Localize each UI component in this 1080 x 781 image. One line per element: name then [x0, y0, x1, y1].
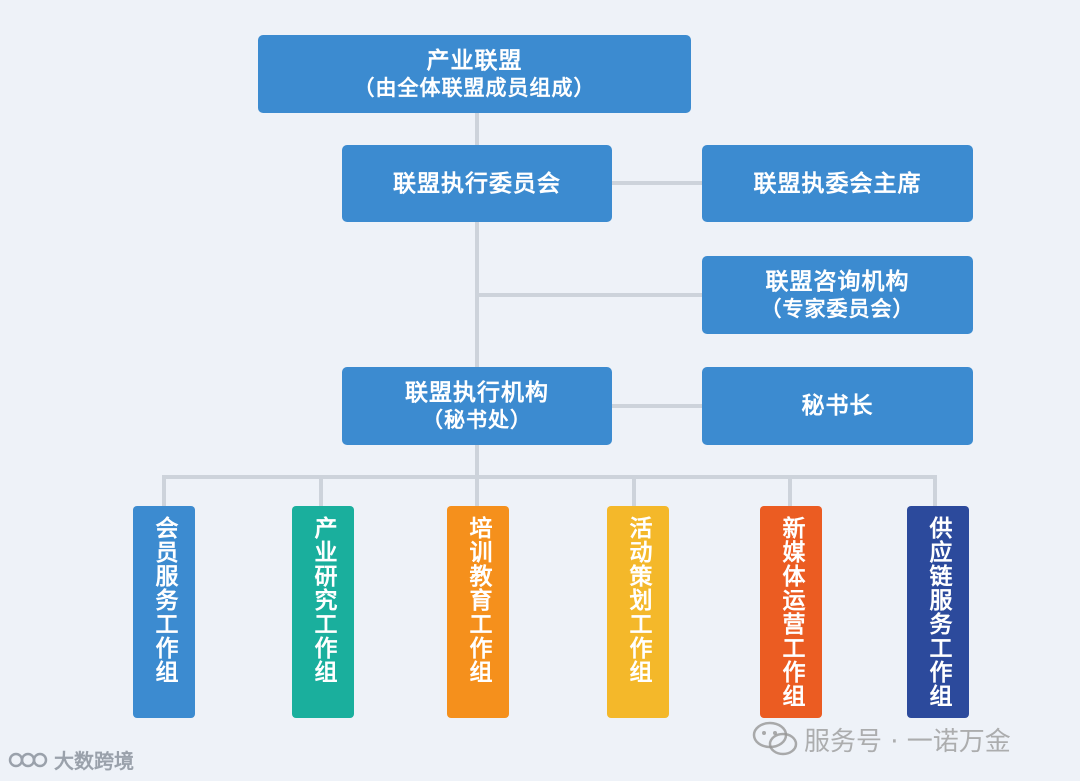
advisory-subtitle: （专家委员会）: [760, 297, 915, 321]
executive-committee-title: 联盟执行委员会: [393, 170, 561, 197]
working-group-label: 活动策划工作组: [625, 516, 651, 684]
working-group-supply-chain: 供应链服务工作组: [907, 506, 969, 718]
executive-office-title: 联盟执行机构: [405, 380, 549, 406]
connector-line: [477, 293, 703, 297]
brand-logo-icon: [8, 752, 48, 767]
connector-line: [319, 475, 323, 508]
chairman-box: 联盟执委会主席: [702, 145, 973, 222]
working-group-label: 新媒体运营工作组: [778, 516, 804, 708]
connector-line: [612, 404, 703, 408]
working-group-label: 供应链服务工作组: [925, 516, 951, 708]
connector-line: [162, 475, 166, 508]
watermark-left: 大数跨境: [8, 745, 134, 774]
working-group-label: 产业研究工作组: [310, 516, 336, 684]
advisory-box: 联盟咨询机构 （专家委员会）: [702, 256, 973, 334]
executive-office-box: 联盟执行机构 （秘书处）: [342, 367, 612, 445]
working-group-industry-research: 产业研究工作组: [292, 506, 354, 718]
chairman-title: 联盟执委会主席: [753, 170, 922, 197]
executive-committee-box: 联盟执行委员会: [342, 145, 612, 222]
working-group-new-media: 新媒体运营工作组: [760, 506, 822, 718]
watermark-right-text: 服务号 · 一诺万金: [804, 726, 1011, 757]
connector-line: [475, 112, 479, 508]
watermark-right: 服务号 · 一诺万金: [752, 720, 1011, 758]
watermark-left-text: 大数跨境: [54, 749, 134, 773]
connector-line: [632, 475, 636, 508]
connector-line: [933, 475, 937, 508]
industry-alliance-title: 产业联盟: [426, 48, 523, 74]
industry-alliance-subtitle: （由全体联盟成员组成）: [353, 76, 596, 100]
connector-line: [788, 475, 792, 508]
connector-line: [162, 475, 937, 479]
secretary-general-box: 秘书长: [702, 367, 973, 445]
working-group-training: 培训教育工作组: [447, 506, 509, 718]
working-group-label: 会员服务工作组: [151, 516, 177, 684]
working-group-member-services: 会员服务工作组: [133, 506, 195, 718]
working-group-events: 活动策划工作组: [607, 506, 669, 718]
executive-office-subtitle: （秘书处）: [422, 408, 532, 432]
advisory-title: 联盟咨询机构: [765, 269, 910, 295]
wechat-icon: [752, 721, 798, 756]
connector-line: [612, 181, 703, 185]
industry-alliance-box: 产业联盟 （由全体联盟成员组成）: [258, 35, 691, 113]
working-group-label: 培训教育工作组: [465, 516, 491, 684]
secretary-general-title: 秘书长: [801, 393, 874, 419]
